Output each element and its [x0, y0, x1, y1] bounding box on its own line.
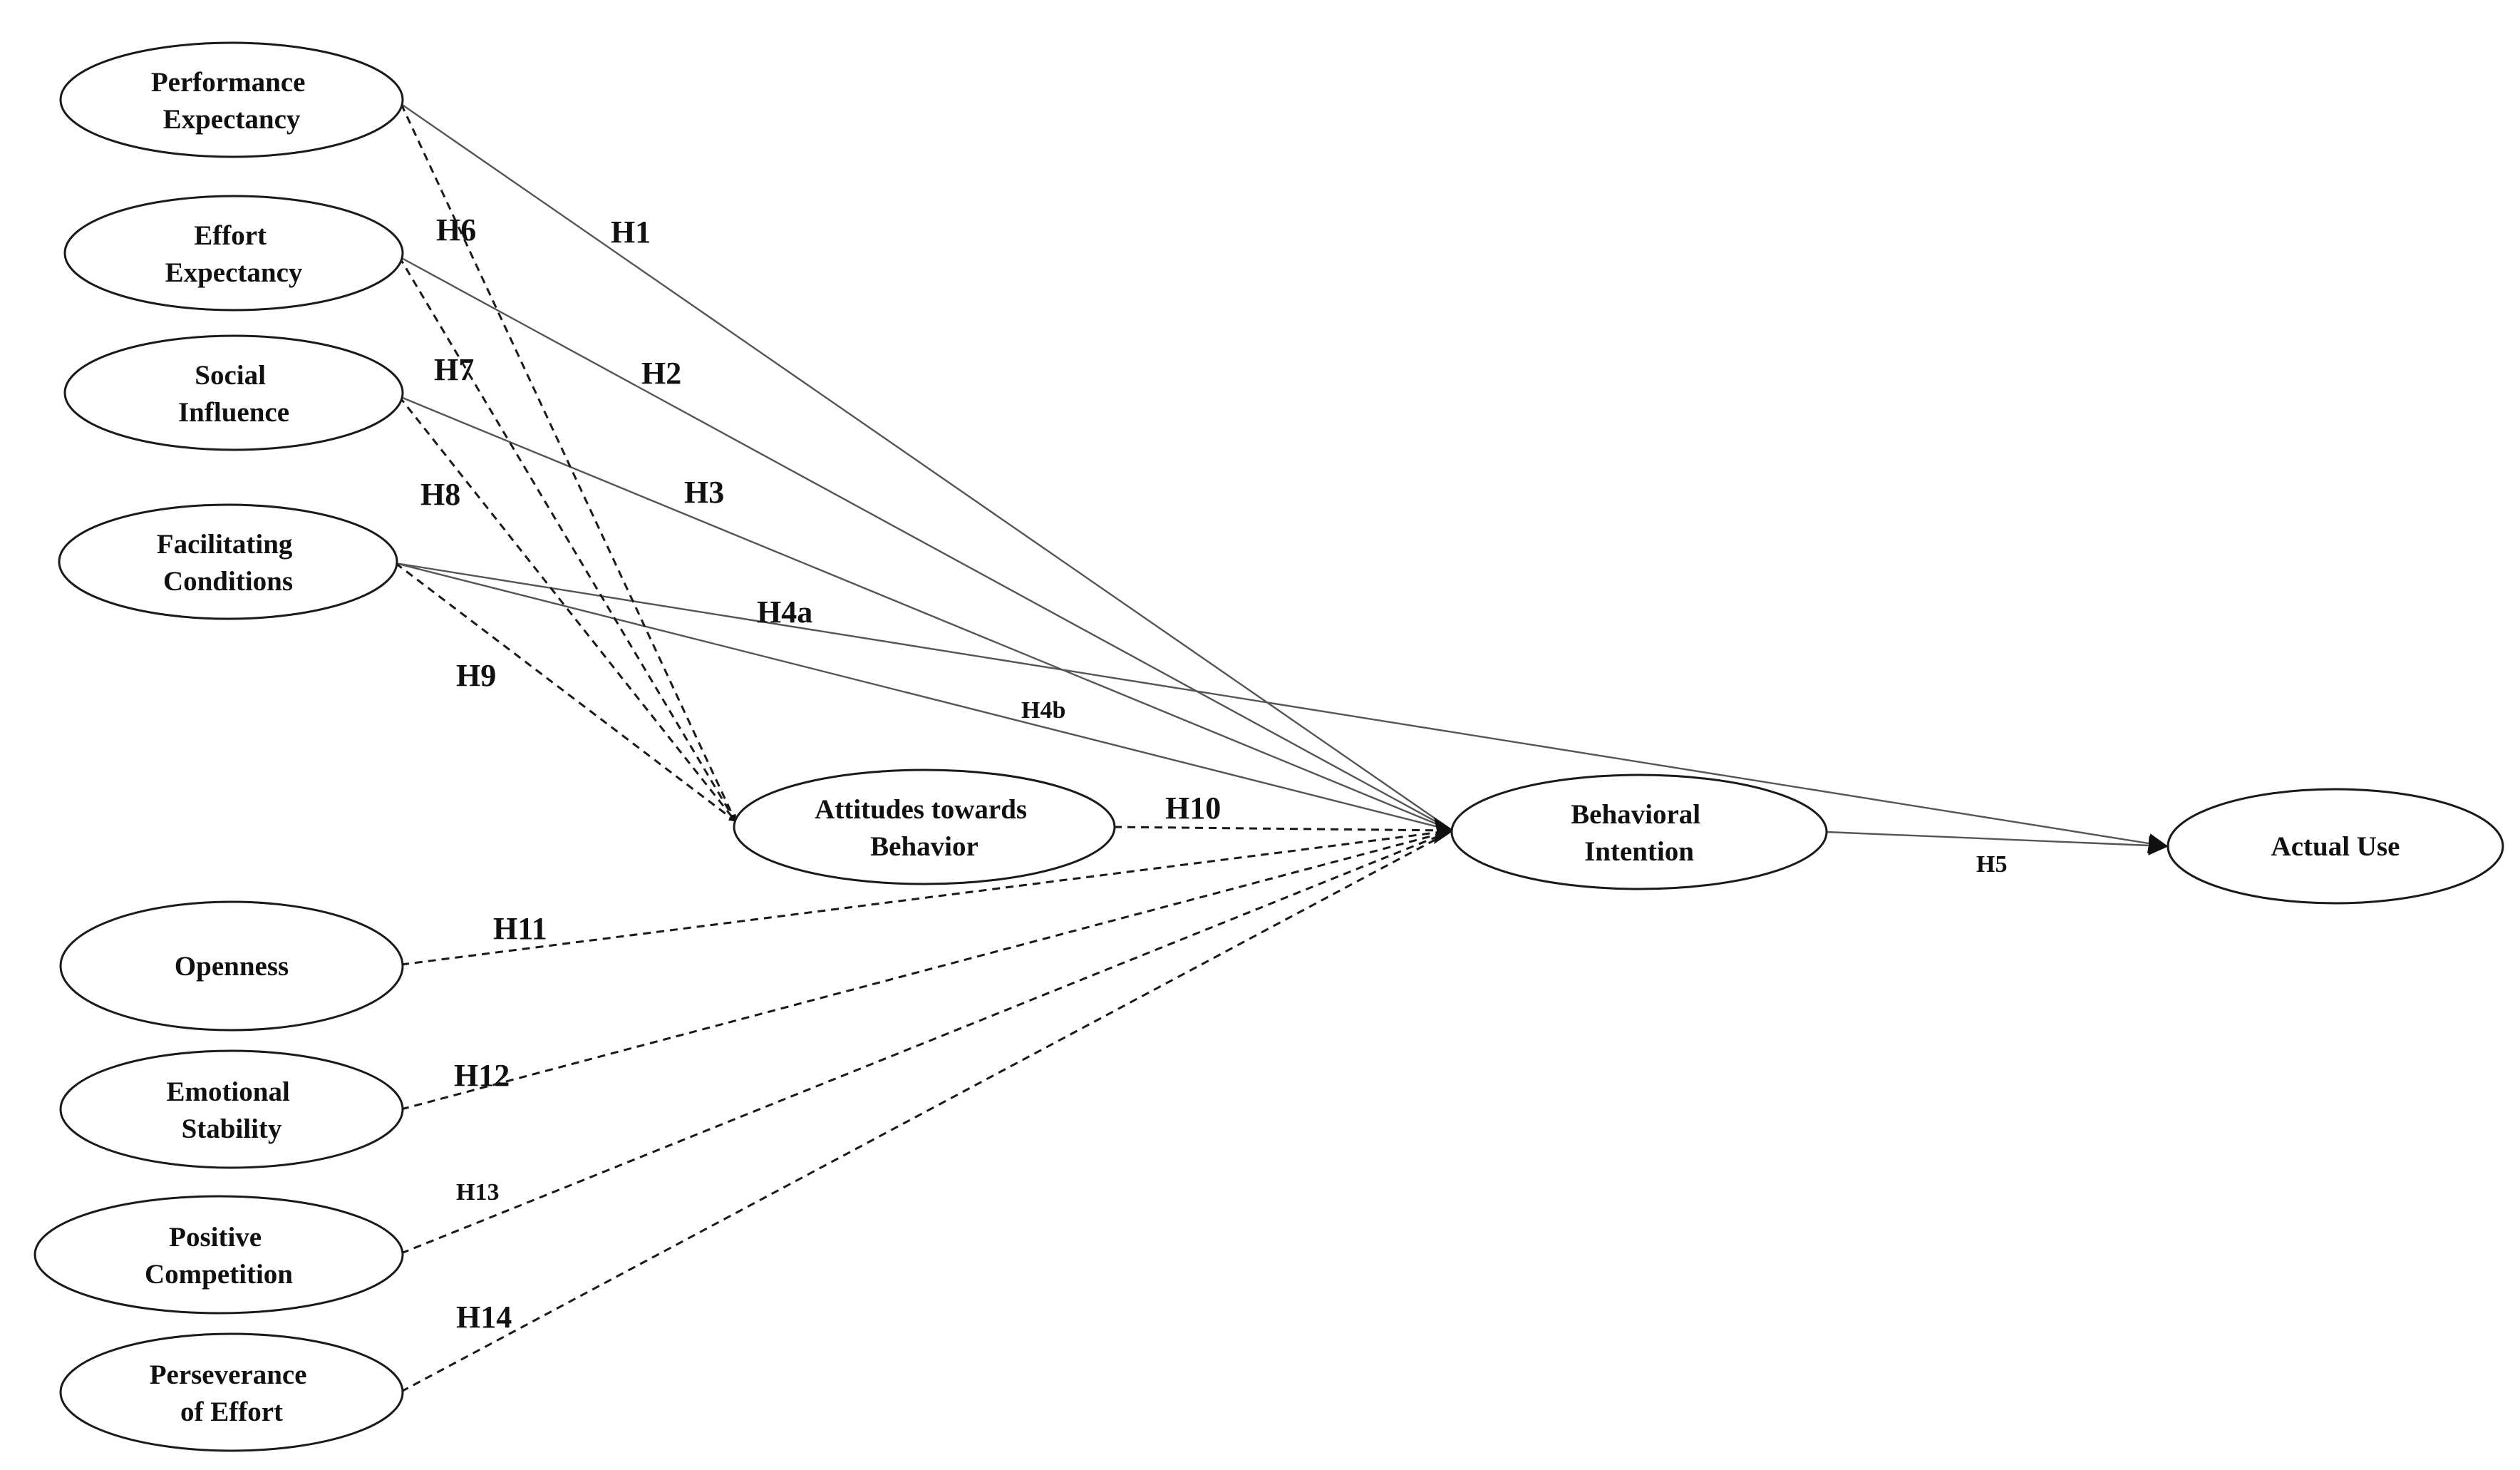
- svg-text:Emotional Stability: Emotional Stability: [166, 1076, 296, 1144]
- label-h10: H10: [1165, 791, 1221, 826]
- label-h4b: H4b: [1021, 697, 1065, 724]
- dashed-edges-to-intention: [401, 817, 1454, 1393]
- edge-h13: [401, 829, 1453, 1255]
- node-social-influence: Social Influence: [63, 334, 404, 451]
- node-label-line: Effort: [194, 220, 267, 251]
- edge-h4a: [395, 562, 2169, 853]
- edge-h1: [401, 103, 1453, 831]
- label-h2: H2: [641, 356, 681, 391]
- node-label-line: of Effort: [180, 1397, 283, 1427]
- node-positive-competition: Positive Competition: [33, 1195, 404, 1315]
- svg-text:Performance Expectancy: Performance Expectancy: [151, 67, 312, 135]
- edge-h12: [401, 829, 1453, 1111]
- edge-h10: [1113, 826, 1453, 832]
- label-h11: H11: [493, 911, 547, 946]
- node-emotional-stability: Emotional Stability: [59, 1049, 404, 1169]
- node-label-line: Influence: [178, 397, 289, 428]
- node-label-line: Expectancy: [165, 257, 303, 288]
- label-h3: H3: [684, 475, 724, 510]
- edge-h2: [398, 255, 1453, 832]
- node-label-line: Intention: [1584, 836, 1694, 867]
- node-label-line: Openness: [175, 951, 289, 982]
- node-label-line: Perseverance: [150, 1360, 307, 1390]
- node-openness: Openness: [59, 900, 404, 1032]
- svg-text:Attitudes towards Behavi: Attitudes towards Behavior: [815, 794, 1034, 862]
- edge-h6: [400, 103, 737, 822]
- svg-text:Facilitating Conditions: Facilitating Conditions: [157, 529, 299, 597]
- label-h13: H13: [456, 1179, 499, 1206]
- intention-arrowhead: [1434, 817, 1454, 844]
- dashed-edges-to-attitudes: [395, 103, 737, 823]
- svg-text:Perseverance of Effort: Perseverance of Effort: [150, 1360, 314, 1427]
- node-attitudes-towards-behavior: Attitudes towards Behavior: [733, 769, 1116, 885]
- svg-text:Positive Competition: Positive Competition: [145, 1222, 293, 1290]
- node-label-line: Behavioral: [1571, 799, 1700, 830]
- node-label-line: Positive: [169, 1222, 262, 1253]
- edge-h11: [401, 829, 1453, 966]
- node-perseverance-of-effort: Perseverance of Effort: [59, 1332, 404, 1452]
- svg-text:Actual Use: Actual Use: [2271, 831, 2400, 862]
- edge-h3: [398, 395, 1453, 832]
- solid-edges: [395, 103, 2169, 855]
- svg-text:Openness: Openness: [175, 951, 289, 982]
- svg-text:Effort Expectancy: Effort Expectancy: [165, 220, 303, 288]
- edge-h7: [398, 256, 737, 822]
- node-actual-use: Actual Use: [2167, 788, 2504, 905]
- edge-h4b: [395, 562, 1453, 832]
- node-label-line: Social: [195, 360, 266, 391]
- edge-h9: [395, 562, 736, 823]
- label-h12: H12: [454, 1058, 510, 1093]
- node-behavioral-intention: Behavioral Intention: [1450, 773, 1828, 890]
- node-label-line: Conditions: [163, 566, 293, 597]
- node-label-line: Competition: [145, 1259, 293, 1290]
- node-label-line: Expectancy: [163, 104, 301, 135]
- svg-text:Social Influence: Social Influence: [178, 360, 289, 428]
- node-label-line: Performance: [151, 67, 306, 98]
- label-h9: H9: [456, 658, 496, 693]
- edge-h14: [401, 829, 1453, 1393]
- node-label-line: Behavior: [870, 831, 978, 862]
- label-h1: H1: [611, 215, 651, 250]
- label-h8: H8: [420, 477, 460, 512]
- node-performance-expectancy: Performance Expectancy: [59, 41, 404, 158]
- node-facilitating-conditions: Facilitating Conditions: [58, 503, 398, 620]
- node-label-line: Actual Use: [2271, 831, 2400, 862]
- node-label-line: Stability: [182, 1114, 282, 1144]
- label-h14: H14: [456, 1300, 512, 1335]
- label-h6: H6: [436, 212, 476, 247]
- label-h4a: H4a: [757, 595, 812, 629]
- node-effort-expectancy: Effort Expectancy: [63, 195, 404, 312]
- label-h7: H7: [434, 352, 474, 387]
- hypothesis-labels: H1 H2 H3 H4a H4b H5 H6 H7 H8 H9 H10 H11 …: [420, 212, 2007, 1335]
- edge-h5: [1826, 831, 2169, 855]
- label-h5: H5: [1976, 851, 2007, 878]
- node-label-line: Facilitating: [157, 529, 293, 560]
- node-label-line: Emotional: [166, 1076, 290, 1107]
- node-label-line: Attitudes towards: [815, 794, 1027, 825]
- svg-text:Behavioral Intention: Behavioral Intention: [1571, 799, 1708, 867]
- edge-h8: [398, 396, 737, 822]
